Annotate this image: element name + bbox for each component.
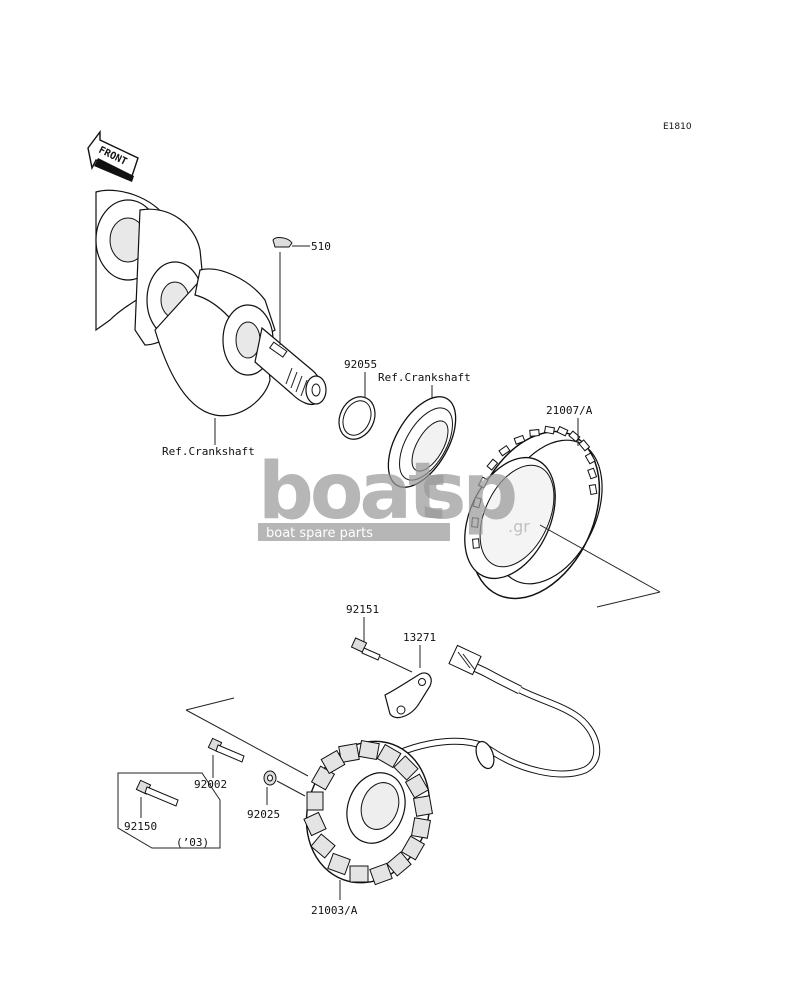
watermark-brand-left: boat (258, 447, 444, 537)
label-13271: 13271 (403, 631, 436, 644)
seal-ring-icon (387, 396, 457, 488)
watermark-brand-right: sp (420, 447, 515, 537)
crankshaft-drawing (95, 189, 327, 417)
label-92002: 92002 (194, 778, 227, 791)
label-92025: 92025 (247, 808, 280, 821)
o-ring-icon (338, 396, 376, 440)
label-ref-crankshaft-lower: Ref.Crankshaft (162, 445, 255, 458)
label-21003a: 21003/A (311, 904, 358, 917)
label-note-03: (’03) (176, 836, 209, 849)
variant-box-92150 (117, 772, 221, 849)
watermark-domain: .gr (508, 517, 530, 536)
washer-92025-icon (263, 770, 277, 786)
watermark: boat sp .gr boat spare parts (258, 447, 530, 541)
bolt-92150-icon (135, 779, 179, 807)
front-arrow-icon: FRONT (87, 129, 139, 182)
label-92151: 92151 (346, 603, 379, 616)
flywheel-rotor-drawing (464, 425, 603, 600)
label-21007a: 21007/A (546, 404, 593, 417)
diagram-code: E1810 (663, 122, 692, 132)
label-ref-crankshaft-upper: Ref.Crankshaft (378, 371, 471, 384)
stator-coil-drawing (303, 739, 434, 886)
bolt-92151-icon (350, 637, 381, 661)
stator-lead-wire (383, 644, 601, 778)
label-92055: 92055 (344, 358, 377, 371)
watermark-tagline: boat spare parts (266, 526, 373, 541)
label-510: 510 (311, 240, 331, 253)
bolt-92002-icon (207, 737, 245, 763)
label-92150: 92150 (124, 820, 157, 833)
bracket-plate-icon (384, 672, 432, 719)
woodruff-key-icon (272, 237, 293, 248)
